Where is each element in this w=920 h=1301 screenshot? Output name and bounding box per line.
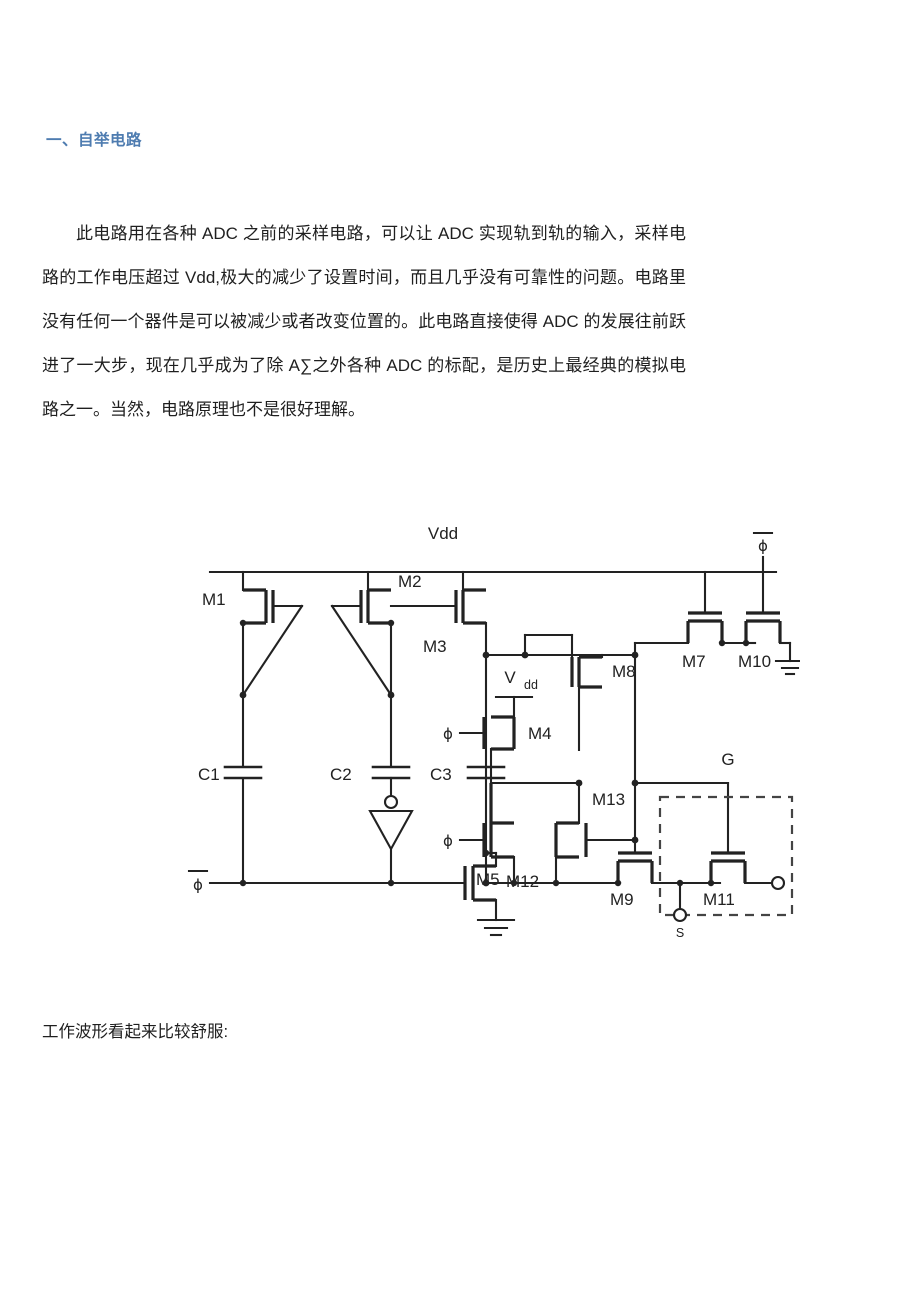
bootstrap-circuit-svg: .w { stroke:#222; stroke-width:2.1; fill… — [187, 524, 800, 940]
label-m4: M4 — [528, 724, 552, 743]
m1-drain-node — [239, 619, 247, 627]
supply-label-vdd: Vdd — [428, 524, 458, 543]
m12-drain-node — [482, 849, 490, 857]
g-branch-node — [631, 779, 639, 787]
m2-drain-node — [387, 619, 395, 627]
section-heading: 一、自举电路 — [46, 132, 143, 149]
label-m8: M8 — [612, 662, 636, 681]
label-vdd-inner-subscript: dd — [524, 678, 538, 692]
label-c3: C3 — [430, 765, 452, 784]
phibar-rail-node-c1 — [239, 879, 247, 887]
body-paragraph: 此电路用在各种 ADC 之前的采样电路，可以让 ADC 实现轨到轨的输入，采样电… — [42, 224, 686, 419]
label-phi-m4: ɸ — [443, 725, 453, 743]
inverter-triangle-icon — [368, 809, 414, 852]
closing-text: 工作波形看起来比较舒服: — [42, 1023, 229, 1041]
m10-source-node — [742, 639, 750, 647]
bottom-node-m13 — [552, 879, 560, 887]
switch-dashed-box — [658, 795, 794, 917]
label-m10: M10 — [738, 652, 771, 671]
label-c1: C1 — [198, 765, 220, 784]
label-m13: M13 — [592, 790, 625, 809]
label-m9: M9 — [610, 890, 634, 909]
label-m12: M12 — [506, 872, 539, 891]
label-vdd-inner: V — [504, 668, 516, 687]
label-g-node: G — [721, 750, 734, 769]
label-phibar-m10: ɸ — [758, 537, 768, 555]
circuit-diagram-figure: .w { stroke:#222; stroke-width:2.1; fill… — [180, 505, 800, 945]
label-m5: M5 — [476, 870, 500, 889]
bottom-node-col — [482, 879, 490, 887]
label-phibar-left: ɸ — [193, 876, 203, 894]
phibar-rail-node-inv — [387, 879, 395, 887]
m11-source-tap — [676, 879, 684, 887]
label-c2: C2 — [330, 765, 352, 784]
inverter-bubble — [383, 794, 399, 810]
label-s-node: S — [676, 926, 684, 940]
label-m2: M2 — [398, 572, 422, 591]
m11-source-node — [707, 879, 715, 887]
output-terminal — [770, 875, 786, 891]
m7-drain-node — [718, 639, 726, 647]
m9-source-node — [614, 879, 622, 887]
bottom-node-m5 — [510, 879, 518, 887]
label-phi-m5: ɸ — [443, 832, 453, 850]
m8-gate-tap-node — [521, 651, 529, 659]
cross-couple-wire-b — [330, 604, 393, 697]
label-m1: M1 — [202, 590, 226, 609]
input-terminal — [672, 907, 688, 923]
label-m3: M3 — [423, 637, 447, 656]
label-m11: M11 — [703, 890, 735, 909]
label-m7: M7 — [682, 652, 706, 671]
cross-couple-wire-a — [241, 604, 304, 697]
